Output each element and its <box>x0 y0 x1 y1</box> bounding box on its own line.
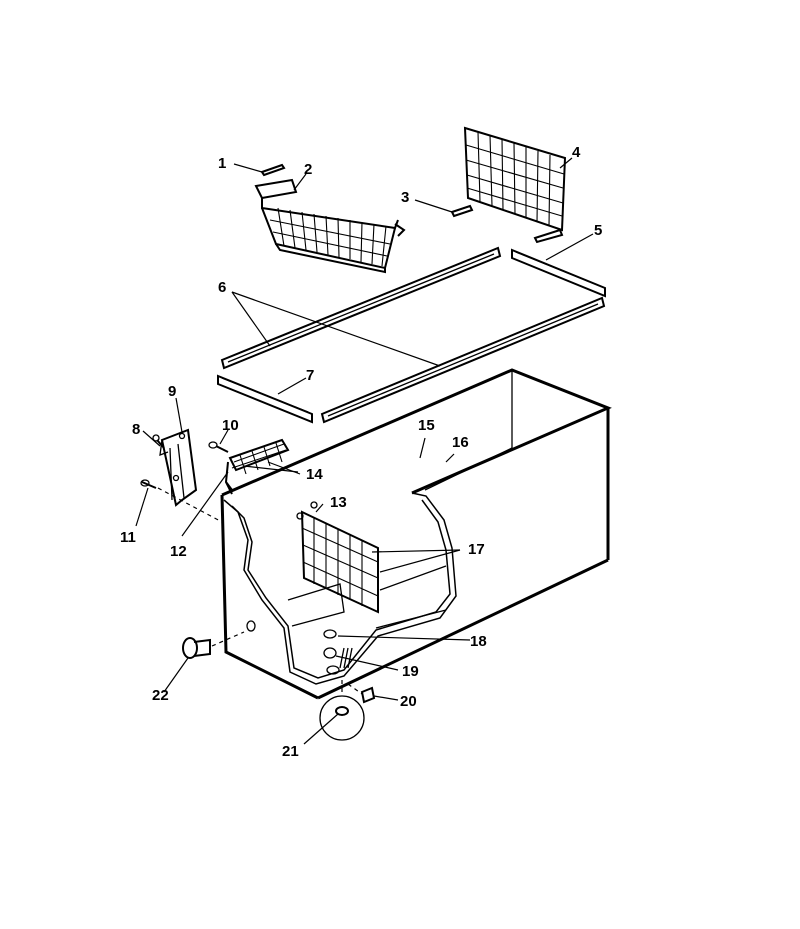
part-6-long-rails <box>220 246 606 424</box>
callout-3: 3 <box>401 189 409 206</box>
part-4-wire-divider <box>463 126 567 244</box>
part-10-screw <box>208 441 229 453</box>
callout-7: 7 <box>306 367 314 384</box>
part-11-screw <box>140 479 157 489</box>
part-2-wire-basket <box>254 178 406 274</box>
callout-2: 2 <box>304 161 312 178</box>
part-9-hinge-bracket <box>159 428 198 507</box>
callout-22: 22 <box>152 687 169 704</box>
callout-6: 6 <box>218 279 226 296</box>
callout-15: 15 <box>418 417 435 434</box>
part-1-clip <box>260 163 286 177</box>
callout-9: 9 <box>168 383 176 400</box>
part-17-interior-divider <box>300 510 379 614</box>
callout-12: 12 <box>170 543 187 560</box>
callout-8: 8 <box>132 421 140 438</box>
callout-1: 1 <box>218 155 226 172</box>
leader-lines <box>135 157 594 745</box>
callout-10: 10 <box>222 417 239 434</box>
part-5-short-rail <box>511 248 606 298</box>
part-3-pin <box>450 204 474 218</box>
part-7-rail <box>217 374 313 424</box>
part-21-drain-cap <box>319 680 365 741</box>
part-20-plug <box>347 683 376 704</box>
callout-21: 21 <box>282 743 299 760</box>
part-13-fastener <box>296 501 318 520</box>
part-22-knob <box>182 631 245 659</box>
part-19-drain-tube <box>323 647 353 675</box>
freezer-cabinet <box>220 368 612 700</box>
callout-5: 5 <box>594 222 602 239</box>
callout-19: 19 <box>402 663 419 680</box>
callout-18: 18 <box>470 633 487 650</box>
part-14-coil <box>224 438 290 495</box>
callout-17: 17 <box>468 541 485 558</box>
callout-13: 13 <box>330 494 347 511</box>
callout-11: 11 <box>120 529 136 546</box>
callout-20: 20 <box>400 693 417 710</box>
part-18-drain-fitting <box>323 629 337 639</box>
callout-14: 14 <box>306 466 323 483</box>
part-8-screw <box>152 434 165 449</box>
callout-4: 4 <box>572 144 581 161</box>
callout-16: 16 <box>452 434 469 451</box>
